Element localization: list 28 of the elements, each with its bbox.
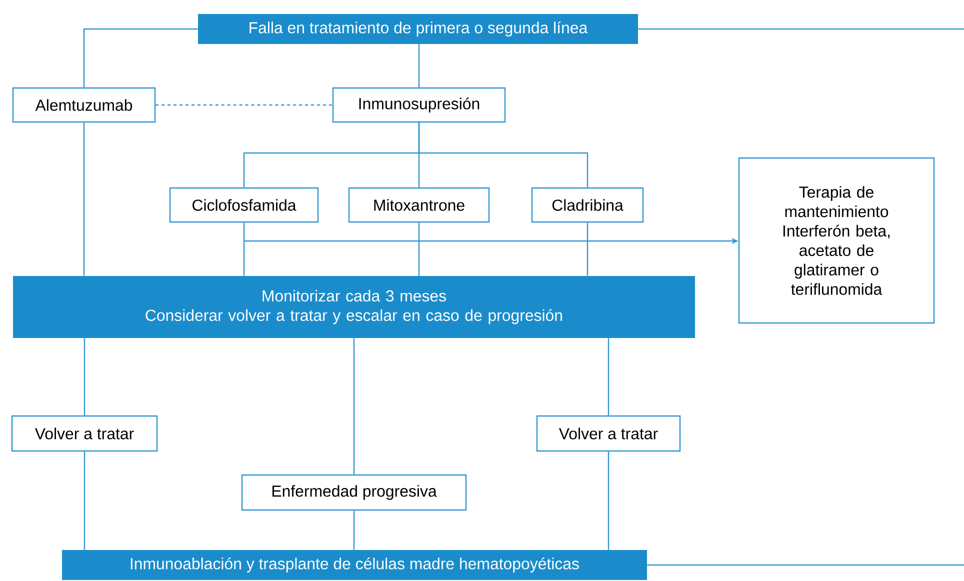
connector bbox=[647, 564, 964, 566]
banner-box: Inmunoablación y trasplante de células madre hematopoyéticas bbox=[62, 550, 647, 580]
connector bbox=[84, 338, 86, 416]
connector bbox=[586, 222, 588, 276]
connector bbox=[84, 452, 86, 550]
connector bbox=[638, 28, 964, 30]
connector bbox=[243, 222, 245, 276]
process-box: Terapia de mantenimiento Interferón beta, acetato de glatiramer o teriflunomida bbox=[738, 157, 935, 324]
process-box: Ciclofosfamida bbox=[169, 187, 319, 223]
banner-box: Monitorizar cada 3 meses Considerar volver a tratar y escalar en caso de progresión bbox=[13, 276, 695, 338]
process-box: Volver a tratar bbox=[536, 415, 681, 452]
connector bbox=[608, 338, 610, 416]
connector bbox=[83, 28, 198, 88]
process-box: Alemtuzumab bbox=[12, 87, 156, 123]
connector bbox=[418, 122, 588, 188]
process-box: Inmunosupresión bbox=[332, 87, 506, 123]
connector bbox=[608, 452, 610, 550]
process-box: Cladribina bbox=[531, 187, 644, 223]
process-box: Volver a tratar bbox=[11, 415, 158, 452]
connector bbox=[418, 44, 420, 88]
connector bbox=[156, 104, 332, 106]
connector bbox=[418, 222, 420, 276]
process-box: Mitoxantrone bbox=[348, 187, 490, 223]
process-box: Enfermedad progresiva bbox=[241, 474, 467, 511]
connector bbox=[83, 122, 85, 276]
banner-box: Falla en tratamiento de primera o segunda línea bbox=[198, 14, 638, 44]
connector bbox=[353, 338, 355, 474]
connector bbox=[353, 510, 355, 550]
